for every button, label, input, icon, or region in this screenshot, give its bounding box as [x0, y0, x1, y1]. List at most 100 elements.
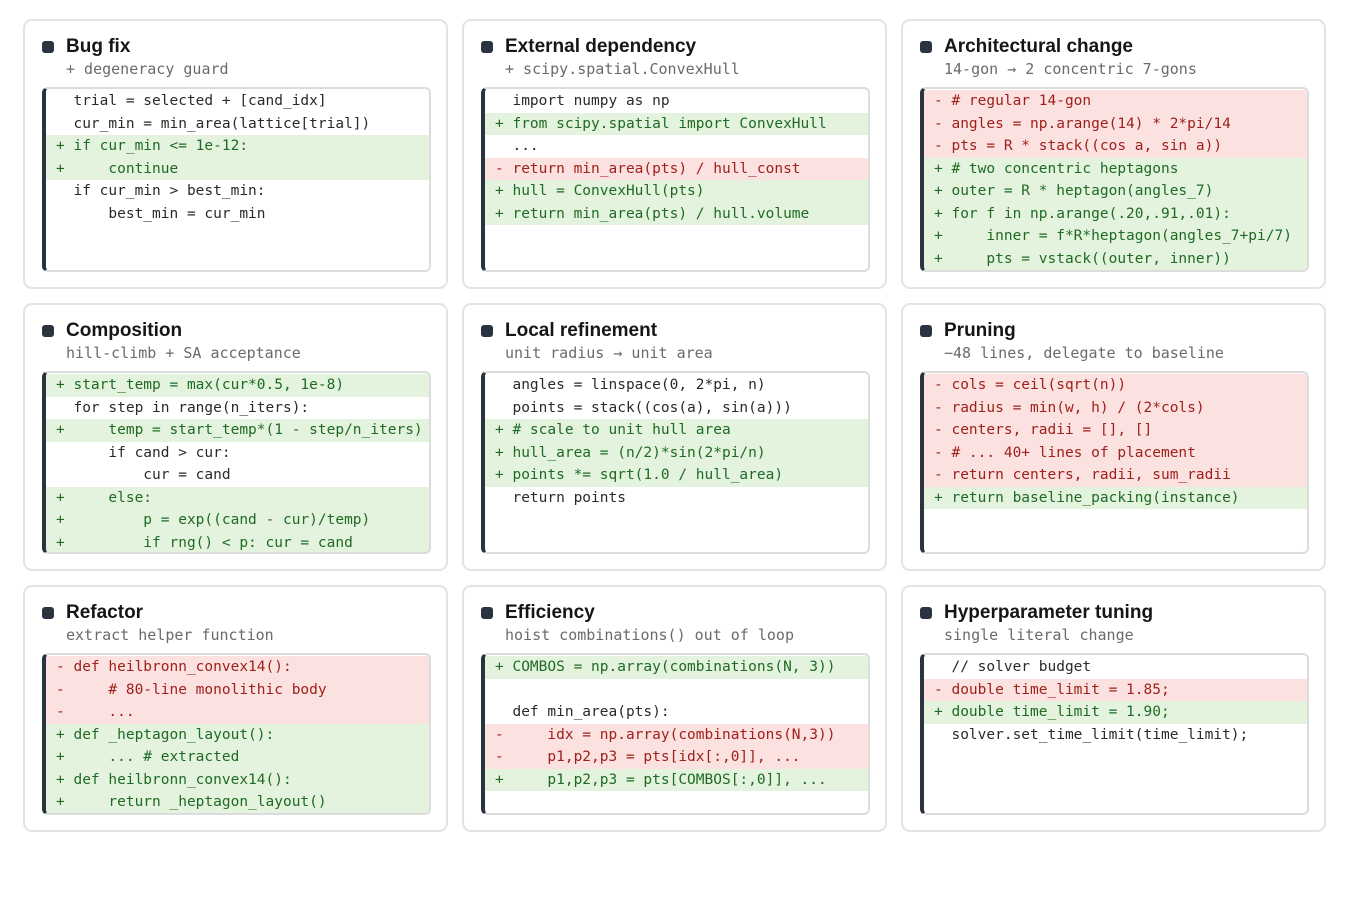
diff-line-added: + double time_limit = 1.90;	[924, 701, 1307, 724]
card-subtitle: hoist combinations() out of loop	[505, 626, 794, 644]
diff-line-removed: - pts = R * stack((cos a, sin a))	[924, 135, 1307, 158]
square-bullet-icon	[920, 607, 932, 619]
diff-line-context: import numpy as np	[485, 90, 868, 113]
square-bullet-icon	[42, 41, 54, 53]
diff-line-removed: - angles = np.arange(14) * 2*pi/14	[924, 112, 1307, 135]
diff-line-added: + start_temp = max(cur*0.5, 1e-8)	[46, 374, 429, 397]
diff-line-added: + temp = start_temp*(1 - step/n_iters)	[46, 419, 429, 442]
title-row: Bug fix	[42, 36, 434, 58]
code-diff: + start_temp = max(cur*0.5, 1e-8) for st…	[42, 371, 431, 554]
diff-line-added: + inner = f*R*heptagon(angles_7+pi/7)	[924, 225, 1307, 248]
diff-line-added: + p1,p2,p3 = pts[COMBOS[:,0]], ...	[485, 768, 868, 791]
diff-line-added: + outer = R * heptagon(angles_7)	[924, 180, 1307, 203]
diff-line-removed: - # regular 14-gon	[924, 90, 1307, 113]
card-subtitle: hill-climb + SA acceptance	[66, 344, 301, 362]
code-diff: // solver budget- double time_limit = 1.…	[920, 653, 1309, 815]
card-header: Refactor extract helper function	[42, 602, 434, 644]
diff-line-added: + continue	[46, 157, 429, 180]
code-diff: import numpy as np+ from scipy.spatial i…	[481, 87, 870, 272]
diff-line-context: if cur_min > best_min:	[46, 180, 429, 203]
square-bullet-icon	[42, 325, 54, 337]
diff-line-removed: - return centers, radii, sum_radii	[924, 464, 1307, 487]
card-subtitle: + scipy.spatial.ConvexHull	[505, 60, 740, 78]
diff-line-context: for step in range(n_iters):	[46, 396, 429, 419]
code-diff: trial = selected + [cand_idx] cur_min = …	[42, 87, 431, 272]
code-diff: - def heilbronn_convex14():- # 80-line m…	[42, 653, 431, 815]
diff-line-context: def min_area(pts):	[485, 701, 868, 724]
title-row: Composition	[42, 320, 434, 342]
title-row: Refactor	[42, 602, 434, 624]
diff-line-added: + def heilbronn_convex14():	[46, 768, 429, 791]
card-header: Architectural change 14-gon → 2 concentr…	[920, 36, 1312, 78]
card-subtitle: −48 lines, delegate to baseline	[944, 344, 1224, 362]
title-row: Pruning	[920, 320, 1312, 342]
card-pruning: Pruning −48 lines, delegate to baseline …	[901, 303, 1326, 571]
diff-line-added: + return baseline_packing(instance)	[924, 486, 1307, 509]
diff-line-context: // solver budget	[924, 656, 1307, 679]
diff-line-context: ...	[485, 135, 868, 158]
card-title: Bug fix	[66, 36, 131, 57]
diff-line-removed: - cols = ceil(sqrt(n))	[924, 374, 1307, 397]
diff-line-added: + return min_area(pts) / hull.volume	[485, 202, 868, 225]
diff-line-context: if cand > cur:	[46, 441, 429, 464]
card-title: Pruning	[944, 320, 1016, 341]
diff-line-added: + ... # extracted	[46, 746, 429, 769]
code-diff: angles = linspace(0, 2*pi, n) points = s…	[481, 371, 870, 554]
card-title: Hyperparameter tuning	[944, 602, 1154, 623]
card-title: External dependency	[505, 36, 697, 57]
square-bullet-icon	[920, 325, 932, 337]
code-diff: + COMBOS = np.array(combinations(N, 3)) …	[481, 653, 870, 815]
diff-line-removed: - # ... 40+ lines of placement	[924, 441, 1307, 464]
title-row: Hyperparameter tuning	[920, 602, 1312, 624]
card-architectural-change: Architectural change 14-gon → 2 concentr…	[901, 19, 1326, 289]
diff-line-removed: - centers, radii = [], []	[924, 419, 1307, 442]
card-efficiency: Efficiency hoist combinations() out of l…	[462, 585, 887, 832]
card-local-refinement: Local refinement unit radius → unit area…	[462, 303, 887, 571]
card-header: Composition hill-climb + SA acceptance	[42, 320, 434, 362]
title-row: External dependency	[481, 36, 873, 58]
card-header: Pruning −48 lines, delegate to baseline	[920, 320, 1312, 362]
diff-line-added: + if cur_min <= 1e-12:	[46, 135, 429, 158]
card-title: Composition	[66, 320, 183, 341]
diff-line-context: trial = selected + [cand_idx]	[46, 90, 429, 113]
diff-line-context: return points	[485, 486, 868, 509]
diff-line-context: best_min = cur_min	[46, 202, 429, 225]
diff-line-added: + pts = vstack((outer, inner))	[924, 247, 1307, 270]
diff-line-removed: - def heilbronn_convex14():	[46, 656, 429, 679]
diff-line-added: + # scale to unit hull area	[485, 419, 868, 442]
card-title: Refactor	[66, 602, 144, 623]
diff-line-removed: - radius = min(w, h) / (2*cols)	[924, 396, 1307, 419]
diff-line-removed: - p1,p2,p3 = pts[idx[:,0]], ...	[485, 746, 868, 769]
diff-line-removed: - ...	[46, 701, 429, 724]
square-bullet-icon	[481, 41, 493, 53]
diff-line-added: + for f in np.arange(.20,.91,.01):	[924, 202, 1307, 225]
diff-line-context: solver.set_time_limit(time_limit);	[924, 723, 1307, 746]
square-bullet-icon	[481, 607, 493, 619]
card-subtitle: extract helper function	[66, 626, 274, 644]
card-subtitle: unit radius → unit area	[505, 344, 713, 362]
diff-line-removed: - # 80-line monolithic body	[46, 678, 429, 701]
card-subtitle: + degeneracy guard	[66, 60, 229, 78]
diff-line-removed: - idx = np.array(combinations(N,3))	[485, 723, 868, 746]
card-title: Efficiency	[505, 602, 595, 623]
title-row: Local refinement	[481, 320, 873, 342]
diff-line-added: + hull = ConvexHull(pts)	[485, 180, 868, 203]
diff-card-grid: Bug fix + degeneracy guard trial = selec…	[23, 19, 1326, 832]
card-external-dependency: External dependency + scipy.spatial.Conv…	[462, 19, 887, 289]
code-diff: - # regular 14-gon- angles = np.arange(1…	[920, 87, 1309, 272]
diff-line-context: cur_min = min_area(lattice[trial])	[46, 112, 429, 135]
diff-line-context	[485, 678, 868, 701]
diff-line-added: + from scipy.spatial import ConvexHull	[485, 112, 868, 135]
card-subtitle: 14-gon → 2 concentric 7-gons	[944, 60, 1197, 78]
diff-line-context: points = stack((cos(a), sin(a)))	[485, 396, 868, 419]
diff-line-added: + if rng() < p: cur = cand	[46, 531, 429, 552]
card-bug-fix: Bug fix + degeneracy guard trial = selec…	[23, 19, 448, 289]
card-subtitle: single literal change	[944, 626, 1134, 644]
square-bullet-icon	[481, 325, 493, 337]
diff-line-removed: - double time_limit = 1.85;	[924, 678, 1307, 701]
card-hyperparameter-tuning: Hyperparameter tuning single literal cha…	[901, 585, 1326, 832]
diff-line-added: + points *= sqrt(1.0 / hull_area)	[485, 464, 868, 487]
card-header: Bug fix + degeneracy guard	[42, 36, 434, 78]
diff-line-context: angles = linspace(0, 2*pi, n)	[485, 374, 868, 397]
code-diff: - cols = ceil(sqrt(n))- radius = min(w, …	[920, 371, 1309, 554]
